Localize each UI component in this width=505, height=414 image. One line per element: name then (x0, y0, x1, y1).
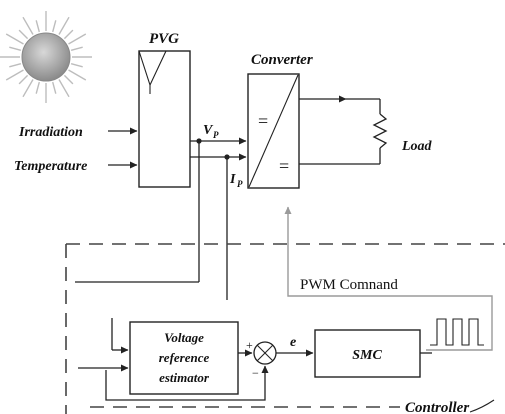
estimator-label-line2: reference (159, 350, 210, 365)
sun-icon (0, 11, 92, 103)
sun-ray (5, 33, 24, 45)
pwm-command-label: PWM Comnand (300, 277, 398, 293)
vp-wire (75, 137, 247, 283)
sun-ray (9, 63, 22, 68)
sun-ray (22, 79, 34, 98)
converter-label: Converter (251, 52, 313, 68)
sun-ray (63, 74, 74, 85)
voltage-feedback-wire (105, 365, 269, 401)
sun-ray (22, 16, 34, 35)
ip-wire (190, 153, 247, 300)
sun-ray (68, 69, 87, 81)
sun-ray (70, 46, 83, 51)
sun-ray (52, 20, 57, 33)
pvg-label: PVG (149, 31, 179, 47)
sun-ray (18, 29, 29, 40)
sun-ray (52, 81, 57, 94)
load-label: Load (401, 139, 433, 154)
irradiation-label: Irradiation (18, 125, 83, 140)
controller-label-tail (469, 399, 495, 413)
pwm-feedback-wire (284, 206, 493, 351)
load-circuit (299, 95, 388, 165)
temperature-label: Temperature (14, 159, 87, 174)
converter-dc-in: = (258, 111, 268, 131)
ip-label-main: I (229, 172, 236, 187)
pwm-pulse-train-icon (430, 318, 484, 346)
controller-boundary (65, 243, 505, 414)
converter-block: = = (247, 73, 300, 189)
sun-ray (5, 69, 24, 81)
sun-ray (35, 81, 40, 94)
sum-minus-sign: − (252, 366, 259, 380)
pv-generator-block (138, 50, 191, 188)
vp-label-sub: P (213, 130, 219, 140)
sun-ray (63, 29, 74, 40)
error-label: e (290, 335, 296, 350)
summing-junction (253, 341, 277, 365)
estimator-label-line3: estimator (159, 370, 210, 385)
converter-dc-out: = (279, 156, 289, 176)
ip-label-sub: P (237, 179, 243, 189)
sun-ray (35, 20, 40, 33)
sum-plus-sign: + (246, 338, 253, 352)
vp-label-main: V (203, 123, 214, 138)
sun-ray (58, 16, 70, 35)
sun-ray (70, 63, 83, 68)
estimator-inputs (78, 318, 129, 372)
voltage-reference-estimator-block (129, 321, 239, 395)
sun-ray (58, 79, 70, 98)
sun-ray (18, 74, 29, 85)
smc-label: SMC (352, 348, 382, 363)
sun-ray (9, 46, 22, 51)
sun-ray (68, 33, 87, 45)
controller-label: Controller (405, 400, 469, 414)
estimator-label-line1: Voltage (164, 330, 204, 345)
smc-block (314, 329, 421, 378)
